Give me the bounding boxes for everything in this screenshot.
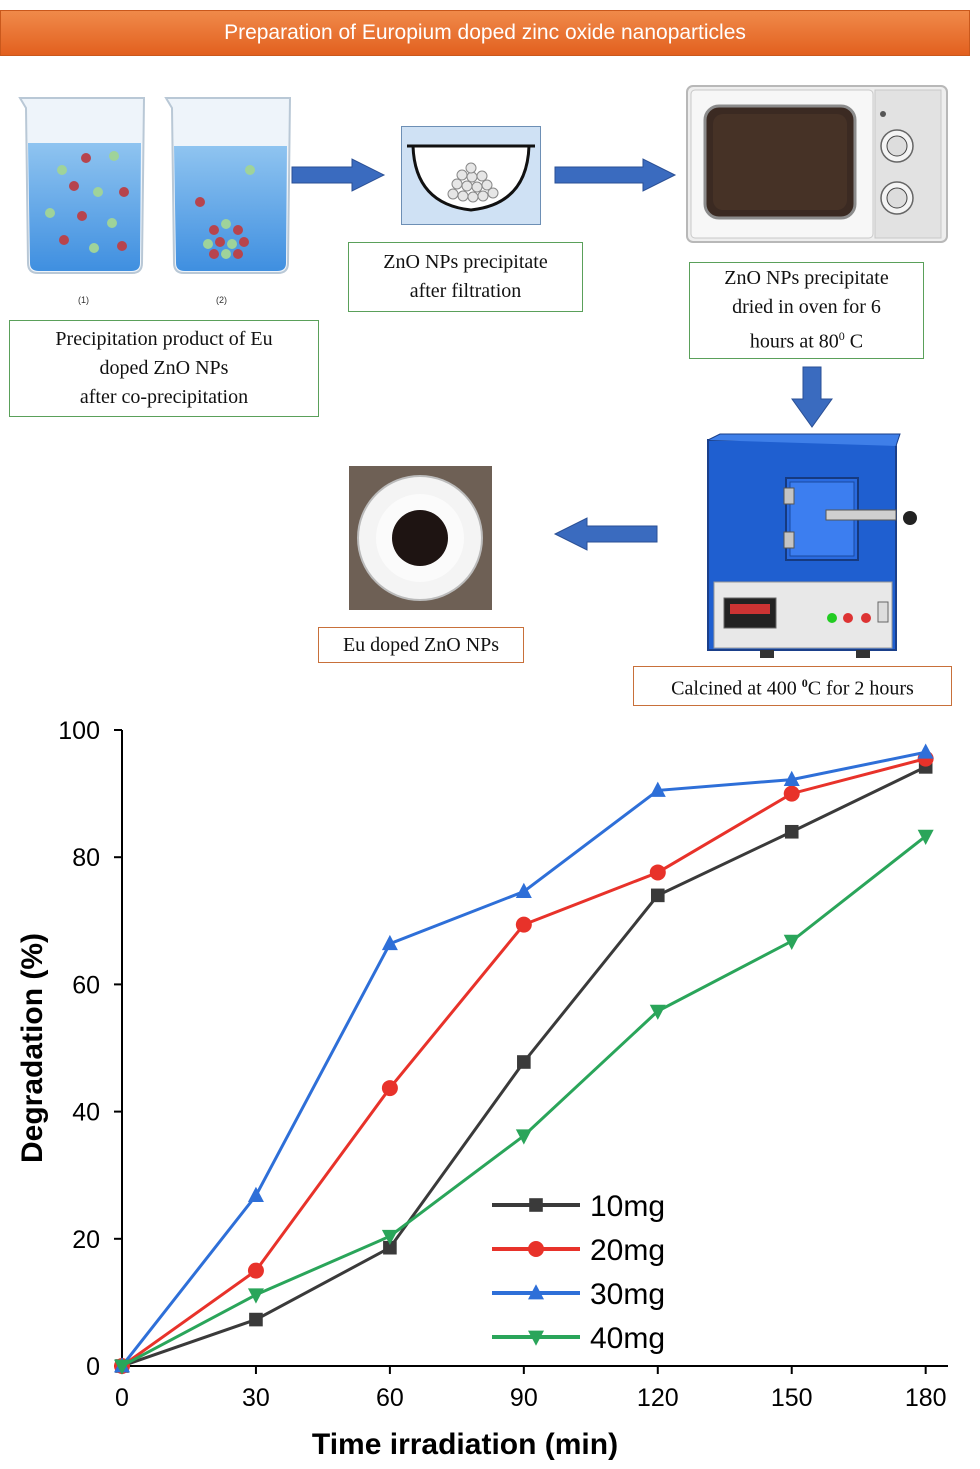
data-point-30mg: [247, 1186, 264, 1202]
x-tick-label: 0: [115, 1384, 129, 1412]
data-point-40mg: [381, 1229, 398, 1246]
x-tick-label: 30: [242, 1384, 270, 1412]
microwave-oven-image: [686, 85, 948, 243]
coprecipitation-line-1: Precipitation product of Eu: [55, 328, 273, 350]
data-point-10mg: [784, 824, 799, 839]
x-tick-label: 60: [376, 1384, 404, 1412]
y-tick-label: 40: [72, 1099, 100, 1127]
data-point-30mg: [381, 934, 398, 951]
data-point-40mg: [114, 1359, 130, 1375]
calcination-temp-text: Calcined at 400: [671, 677, 802, 700]
legend-label-10mg: 10mg: [590, 1190, 665, 1223]
legend-label-20mg: 20mg: [590, 1234, 665, 1267]
y-axis-title: Degradation (%): [16, 933, 49, 1163]
data-point-10mg: [650, 888, 665, 903]
arrow-down: [791, 366, 833, 428]
y-tick-label: 80: [72, 844, 100, 872]
calcination-degree-sup: 0: [801, 675, 808, 690]
oven-temp-text: hours at 80: [749, 330, 839, 353]
y-tick-label: 0: [86, 1353, 100, 1381]
oven-line-2: dried in oven for 6: [732, 296, 881, 319]
legend-marker-30mg: [528, 1284, 544, 1300]
data-point-40mg: [247, 1288, 264, 1304]
y-tick-label: 20: [72, 1226, 100, 1254]
legend-marker-40mg: [528, 1330, 544, 1346]
x-tick-label: 150: [771, 1384, 813, 1412]
legend-label-30mg: 30mg: [590, 1278, 665, 1311]
y-tick-label: 60: [72, 971, 100, 999]
series-line-40mg: [121, 835, 927, 1368]
data-point-30mg: [515, 882, 532, 898]
data-point-30mg: [649, 781, 666, 797]
data-point-20mg: [783, 785, 800, 802]
title-banner: Preparation of Europium doped zinc oxide…: [0, 10, 970, 56]
oven-degree-sup: 0: [838, 329, 845, 344]
filtration-line-1: ZnO NPs precipitate: [383, 251, 548, 273]
data-point-40mg: [649, 1004, 666, 1020]
legend-marker-10mg: [529, 1198, 543, 1212]
arrow-left: [553, 517, 658, 551]
arrow-right-1: [291, 158, 386, 192]
legend-marker-20mg: [528, 1241, 544, 1257]
oven-line-3: hours at 800 C: [750, 322, 863, 357]
data-point-20mg: [515, 916, 532, 933]
data-point-20mg: [381, 1080, 398, 1097]
data-point-20mg: [649, 864, 666, 881]
muffle-furnace-image: [707, 433, 917, 658]
data-point-40mg: [515, 1129, 532, 1145]
coprecipitation-step-box: Precipitation product of Eu doped ZnO NP…: [9, 320, 319, 417]
data-point-10mg: [517, 1055, 531, 1069]
filtration-step-box: ZnO NPs precipitate after filtration: [348, 242, 583, 312]
x-tick-label: 120: [637, 1384, 679, 1412]
y-tick-label: 100: [58, 717, 100, 745]
beakers-illustration: [18, 97, 292, 274]
legend-label-40mg: 40mg: [590, 1322, 665, 1355]
crucible-product-image: [349, 466, 492, 610]
coprecipitation-line-3: after co-precipitation: [79, 386, 249, 408]
x-tick-label: 90: [510, 1384, 538, 1412]
data-point-20mg: [247, 1262, 264, 1279]
calcination-line: Calcined at 400 0C for 2 hours: [671, 669, 914, 704]
oven-unit-text: C: [844, 330, 864, 353]
coprecipitation-line-2: doped ZnO NPs: [99, 357, 229, 379]
data-point-10mg: [249, 1312, 263, 1327]
filtration-line-2: after filtration: [409, 280, 522, 302]
product-label-box: Eu doped ZnO NPs: [318, 627, 524, 663]
beaker-1-label: (1): [78, 295, 89, 305]
x-tick-label: 180: [905, 1384, 947, 1412]
data-point-10mg: [383, 1240, 397, 1255]
calcination-step-box: Calcined at 400 0C for 2 hours: [633, 666, 952, 706]
arrow-right-2: [554, 158, 677, 192]
product-label: Eu doped ZnO NPs: [342, 633, 500, 656]
calcination-duration-text: C for 2 hours: [807, 677, 914, 700]
beaker-2: [164, 97, 292, 274]
x-axis-title: Time irradiation (min): [312, 1428, 618, 1461]
oven-line-1: ZnO NPs precipitate: [724, 267, 889, 290]
oven-step-box: ZnO NPs precipitate dried in oven for 6 …: [689, 262, 924, 359]
data-point-30mg: [917, 743, 934, 759]
data-point-40mg: [783, 934, 800, 950]
filtration-bowl-image: [401, 126, 541, 225]
beaker-2-label: (2): [216, 295, 227, 305]
data-point-30mg: [783, 770, 800, 787]
data-point-40mg: [917, 829, 934, 846]
beaker-1: [18, 97, 146, 274]
